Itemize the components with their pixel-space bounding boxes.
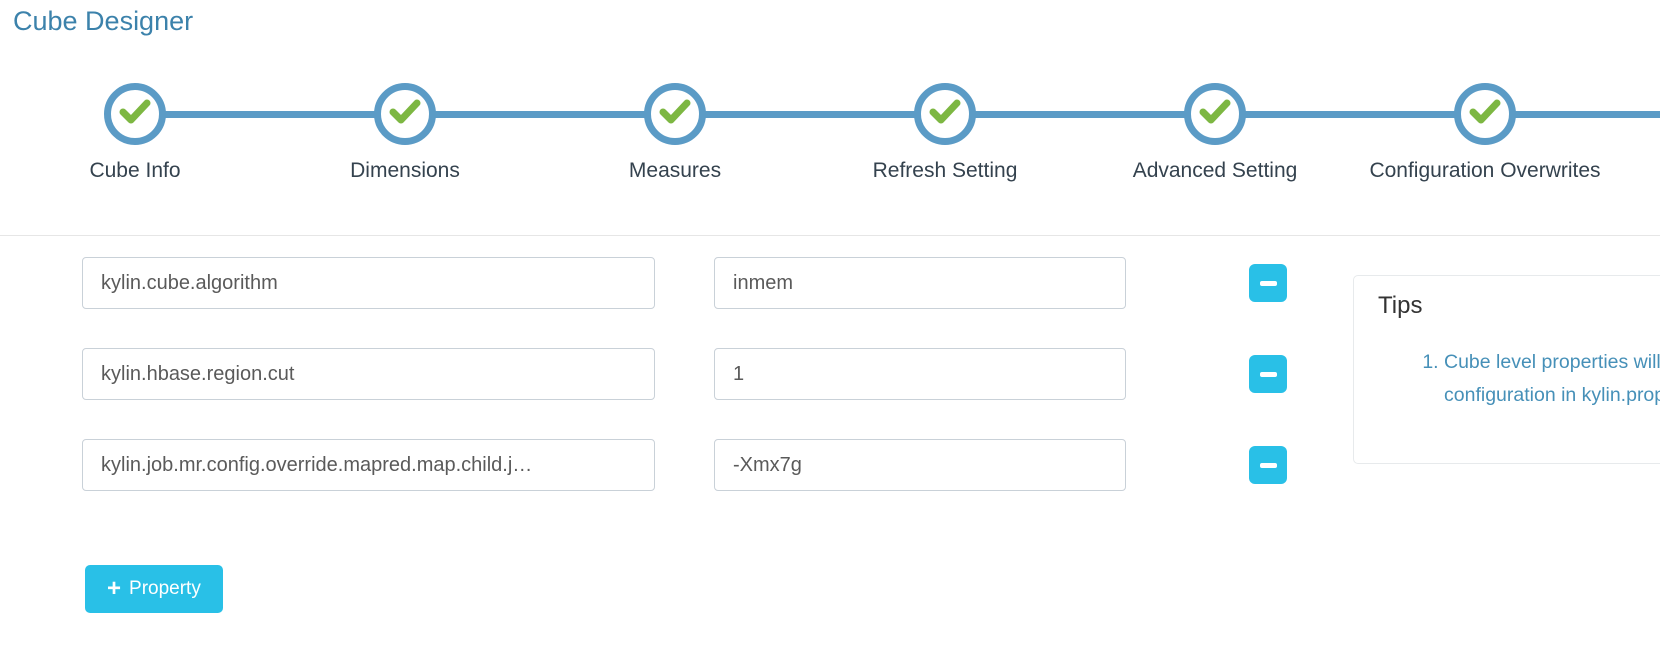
tips-heading: Tips [1378,292,1423,319]
step-label: Cube Info [89,159,181,182]
step-complete-circle [1184,83,1246,145]
step-complete-circle [1454,83,1516,145]
step-label: Configuration Overwrites [1369,159,1601,182]
step-label: Dimensions [350,159,460,182]
remove-property-button[interactable] [1249,264,1287,302]
property-key-input[interactable] [82,439,655,491]
property-row [82,257,1287,309]
checkmark-icon [389,99,421,130]
minus-icon [1259,280,1277,286]
wizard-step[interactable]: Dimensions [270,83,540,183]
section-divider [0,235,1660,236]
step-label: Refresh Setting [872,159,1018,182]
wizard-steps: Cube Info Dimensions Measure [0,83,1660,183]
property-key-input[interactable] [82,257,655,309]
wizard-step[interactable]: Cube Info [0,83,270,183]
step-complete-circle [914,83,976,145]
tips-list: Cube level properties will overwrite con… [1378,346,1660,412]
property-row [82,439,1287,491]
remove-property-button[interactable] [1249,355,1287,393]
property-row [82,348,1287,400]
step-label: Measures [628,159,722,182]
minus-icon [1259,371,1277,377]
wizard-step[interactable]: Configuration Overwrites [1350,83,1620,183]
wizard-step[interactable]: Measures [540,83,810,183]
tip-item[interactable]: Cube level properties will overwrite con… [1444,346,1660,412]
property-key-input[interactable] [82,348,655,400]
plus-icon: + [107,575,122,602]
property-list [82,257,1287,530]
wizard-progress-line [135,111,1660,118]
add-property-label: Property [129,578,201,599]
tip-link-text[interactable]: Cube level properties will overwrite con… [1444,351,1660,406]
remove-property-button[interactable] [1249,446,1287,484]
property-value-input[interactable] [714,348,1126,400]
minus-icon [1259,462,1277,468]
page-title: Cube Designer [13,6,194,36]
step-complete-circle [104,83,166,145]
wizard-step[interactable]: Refresh Setting [810,83,1080,183]
step-complete-circle [644,83,706,145]
property-value-input[interactable] [714,439,1126,491]
checkmark-icon [929,99,961,130]
checkmark-icon [1469,99,1501,130]
step-complete-circle [374,83,436,145]
tips-panel: Tips Cube level properties will overwrit… [1353,275,1660,464]
add-property-button[interactable]: + Property [85,565,223,613]
property-value-input[interactable] [714,257,1126,309]
checkmark-icon [1199,99,1231,130]
wizard-step[interactable]: Advanced Setting [1080,83,1350,183]
checkmark-icon [659,99,691,130]
step-label: Advanced Setting [1132,159,1298,182]
checkmark-icon [119,99,151,130]
